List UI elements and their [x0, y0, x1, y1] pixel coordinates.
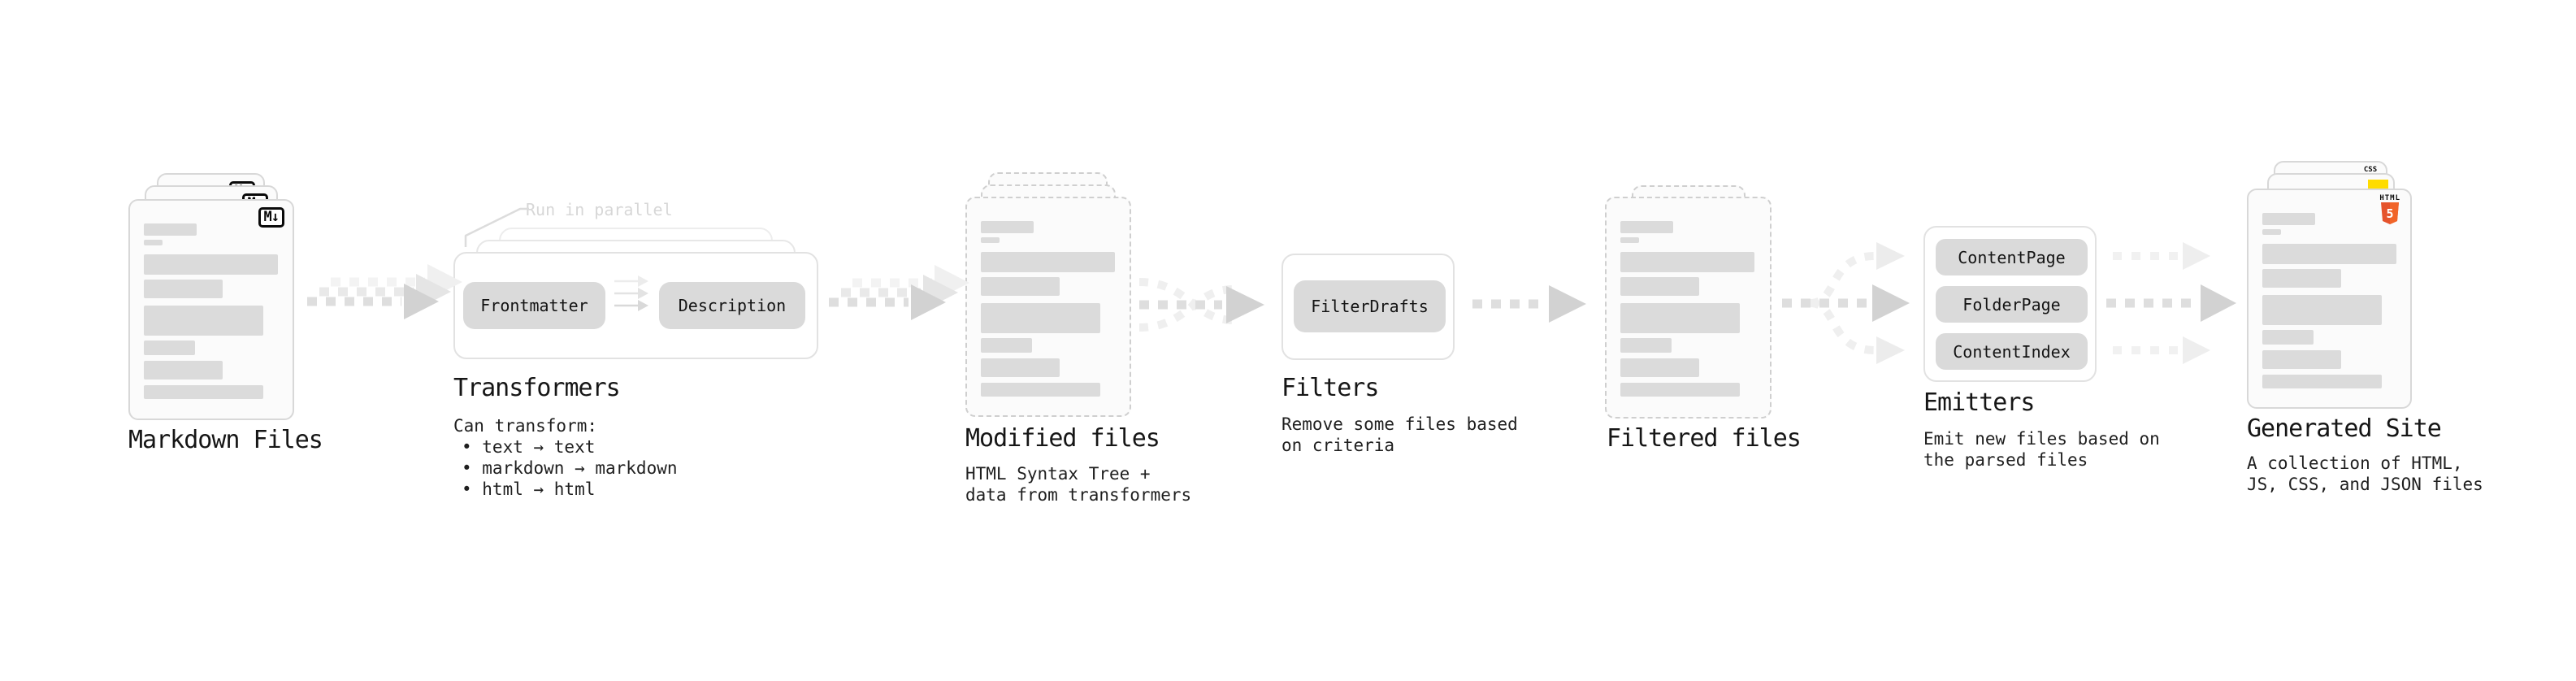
- placeholder-text-bar: [144, 240, 163, 245]
- markdown-icon: M↓: [258, 207, 284, 228]
- modified-files-subtitle: HTML Syntax Tree + data from transformer…: [965, 463, 1191, 505]
- subtitle-line: on criteria: [1281, 436, 1395, 455]
- subtitle-line: Emit new files based on: [1923, 429, 2160, 449]
- placeholder-text-bar: [2262, 269, 2341, 288]
- markdown-file-page-front: M↓: [128, 199, 294, 420]
- transformers-heading: Transformers: [453, 374, 621, 402]
- arrow-modified-to-filters-merge: [1138, 278, 1264, 332]
- placeholder-text-bar: [144, 254, 278, 275]
- subtitle-line: the parsed files: [1923, 450, 2088, 470]
- placeholder-text-bar: [1620, 383, 1740, 397]
- placeholder-text-bar: [144, 361, 223, 380]
- markdown-files-stack: M↓ M↓ M↓: [128, 173, 294, 420]
- subtitle-bullet: • markdown → markdown: [462, 458, 678, 478]
- emitters-subtitle: Emit new files based on the parsed files: [1923, 428, 2160, 471]
- placeholder-text-bar: [144, 223, 197, 236]
- doc-content-bars: [981, 221, 1116, 397]
- filtered-file-page-front: [1605, 197, 1772, 419]
- run-in-parallel-note: Run in parallel: [526, 200, 673, 219]
- placeholder-text-bar: [144, 340, 195, 355]
- placeholder-text-bar: [144, 280, 223, 298]
- subtitle-line: HTML Syntax Tree +: [965, 464, 1151, 484]
- doc-content-bars: [1620, 221, 1756, 397]
- description-box: Description: [659, 282, 805, 329]
- placeholder-text-bar: [981, 383, 1100, 397]
- arrow-filters-to-filtered: [1472, 285, 1586, 323]
- transformers-subtitle: Can transform: • text → text • markdown …: [453, 415, 678, 500]
- html5-icon: HTML 5: [2379, 195, 2400, 228]
- emitters-heading: Emitters: [1923, 388, 2035, 417]
- doc-content-bars: [2262, 213, 2396, 388]
- placeholder-text-bar: [2262, 244, 2396, 264]
- subtitle-line: Can transform:: [453, 416, 598, 436]
- filters-container: FilterDrafts: [1281, 254, 1455, 360]
- generated-site-subtitle: A collection of HTML, JS, CSS, and JSON …: [2247, 453, 2483, 495]
- placeholder-text-bar: [981, 252, 1115, 272]
- placeholder-text-bar: [981, 303, 1100, 333]
- generated-site-label: Generated Site: [2247, 414, 2442, 443]
- arrow-emitters-to-site: [2106, 242, 2236, 364]
- css-badge-label: CSS: [2363, 166, 2378, 174]
- placeholder-text-bar: [981, 237, 1000, 243]
- placeholder-text-bar: [2262, 350, 2341, 369]
- doc-content-bars: [144, 223, 279, 399]
- modified-file-page-front: [965, 197, 1131, 417]
- placeholder-text-bar: [1620, 303, 1740, 333]
- subtitle-bullet: • text → text: [462, 437, 596, 457]
- filterdrafts-box: FilterDrafts: [1294, 280, 1446, 332]
- placeholder-text-bar: [981, 338, 1032, 353]
- placeholder-text-bar: [2262, 213, 2315, 225]
- placeholder-text-bar: [1620, 237, 1639, 243]
- contentpage-pill: ContentPage: [1936, 239, 2088, 275]
- contentindex-pill: ContentIndex: [1936, 333, 2088, 370]
- subtitle-line: data from transformers: [965, 485, 1192, 505]
- folderpage-pill: FolderPage: [1936, 286, 2088, 323]
- subtitle-line: JS, CSS, and JSON files: [2247, 475, 2483, 494]
- javascript-icon: [2368, 180, 2388, 189]
- arrow-filtered-to-emitters-fanout: [1782, 242, 1910, 364]
- placeholder-text-bar: [981, 358, 1060, 377]
- placeholder-text-bar: [1620, 277, 1699, 296]
- filtered-files-label: Filtered files: [1607, 424, 1802, 453]
- placeholder-text-bar: [1620, 252, 1754, 272]
- placeholder-text-bar: [2262, 375, 2382, 388]
- placeholder-text-bar: [1620, 338, 1672, 353]
- transformer-layer-front: Frontmatter Description: [453, 252, 818, 359]
- generated-site-stack: CSS HTML 5: [2247, 161, 2412, 409]
- arrow-markdown-to-transformers: [307, 264, 462, 319]
- placeholder-text-bar: [2262, 229, 2281, 235]
- emitters-container: ContentPage FolderPage ContentIndex: [1923, 226, 2097, 382]
- placeholder-text-bar: [2262, 330, 2314, 345]
- subtitle-line: Remove some files based: [1281, 414, 1518, 434]
- site-html-page: HTML 5: [2247, 189, 2412, 409]
- modified-files-label: Modified files: [965, 424, 1160, 453]
- placeholder-text-bar: [1620, 221, 1673, 233]
- arrow-transformers-to-modified: [829, 265, 969, 320]
- placeholder-text-bar: [2262, 295, 2382, 325]
- placeholder-text-bar: [981, 277, 1060, 296]
- filtered-files-stack: [1605, 185, 1772, 419]
- html5-shield: 5: [2381, 202, 2400, 224]
- subtitle-line: A collection of HTML,: [2247, 453, 2463, 473]
- markdown-files-label: Markdown Files: [128, 426, 323, 454]
- placeholder-text-bar: [1620, 358, 1699, 377]
- html5-number: 5: [2387, 206, 2394, 221]
- html5-badge-label: HTML: [2379, 194, 2400, 202]
- filters-heading: Filters: [1281, 374, 1379, 402]
- placeholder-text-bar: [981, 221, 1034, 233]
- subtitle-bullet: • html → html: [462, 479, 596, 499]
- placeholder-text-bar: [144, 306, 263, 336]
- placeholder-text-bar: [144, 385, 263, 399]
- filters-subtitle: Remove some files based on criteria: [1281, 414, 1518, 456]
- modified-files-stack: [965, 172, 1131, 417]
- frontmatter-box: Frontmatter: [463, 282, 605, 329]
